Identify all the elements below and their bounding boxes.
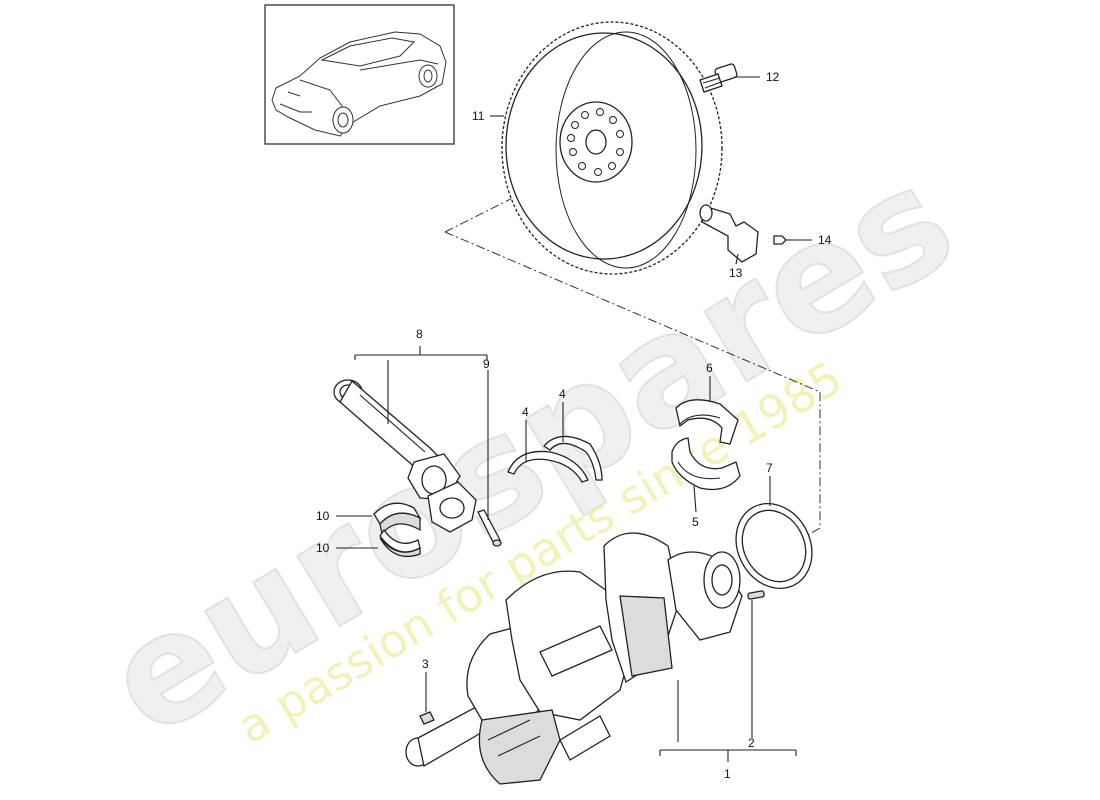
callout-14: 14 (818, 233, 832, 247)
callout-13: 13 (729, 266, 743, 280)
rod-cap (427, 481, 477, 533)
callout-9: 9 (483, 357, 490, 371)
flywheel-bolt (699, 63, 738, 93)
callout-5: 5 (692, 515, 699, 529)
rod-bearing-shell-lower (379, 528, 421, 558)
rod-bearing-shell-upper (373, 502, 422, 536)
sensor-screw (773, 235, 794, 245)
main-bearing-shell-lower (671, 437, 741, 491)
vehicle-thumbnail (264, 4, 455, 145)
crankshaft-seal (735, 502, 813, 590)
callout-8: 8 (416, 327, 423, 341)
callout-11: 11 (472, 109, 485, 123)
callout-3: 3 (422, 657, 429, 671)
car-icon (271, 31, 447, 137)
callout-1: 1 (724, 767, 731, 781)
thrust-washer-1 (507, 450, 589, 483)
callout-12: 12 (766, 70, 780, 84)
flywheel (501, 21, 723, 275)
woodruff-key (419, 711, 435, 725)
thrust-washer-2 (543, 435, 603, 481)
callout-7: 7 (766, 461, 773, 475)
callout-2: 2 (748, 736, 755, 750)
callout-10a: 10 (316, 509, 330, 523)
callout-10b: 10 (316, 541, 330, 555)
callout-4a: 4 (522, 405, 529, 419)
callouts: 1 2 3 4 4 5 6 7 8 9 10 10 11 12 13 14 (316, 70, 832, 781)
locating-pin (747, 590, 765, 600)
crankshaft (405, 532, 743, 785)
connecting-rod (333, 379, 461, 501)
callout-6: 6 (706, 361, 713, 375)
rod-bolt (477, 509, 502, 547)
leader-lines (336, 76, 812, 762)
main-bearing-shell-upper (675, 399, 739, 445)
crankshaft-sensor (699, 204, 759, 263)
callout-4b: 4 (559, 387, 566, 401)
